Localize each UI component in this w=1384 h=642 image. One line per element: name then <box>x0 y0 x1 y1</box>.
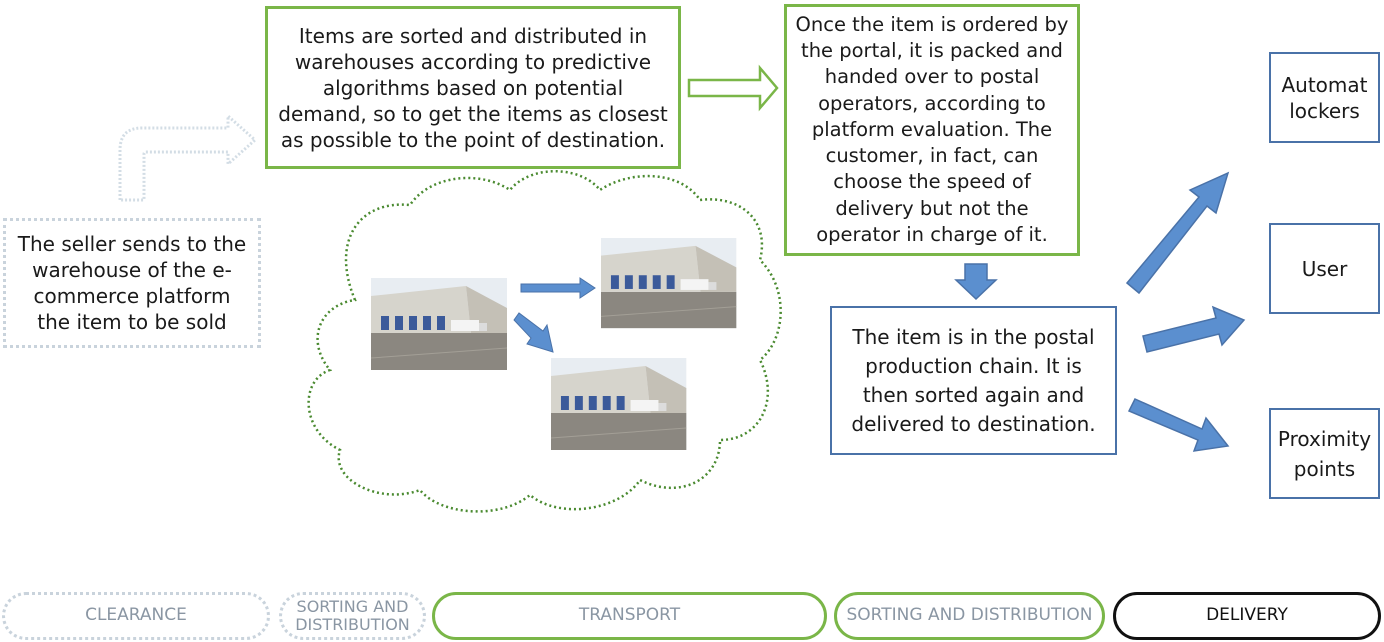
postal-box: The item is in the postal production cha… <box>830 306 1117 455</box>
arrow-to-lockers <box>1125 171 1230 295</box>
stage-sorting-1: SORTING AND DISTRIBUTION <box>279 592 426 640</box>
lockers-box: Automat lockers <box>1269 52 1380 143</box>
seller-box: The seller sends to the warehouse of the… <box>3 218 261 348</box>
warehouse-cloud <box>307 170 782 513</box>
stage-transport-label: TRANSPORT <box>578 605 681 626</box>
cloud-arrow-right <box>520 277 596 299</box>
user-box: User <box>1269 223 1380 314</box>
order-to-postal-arrow <box>954 263 998 301</box>
seller-to-sorting-arrow <box>118 112 258 202</box>
seller-text: The seller sends to the warehouse of the… <box>17 232 247 334</box>
stage-clearance-label: CLEARANCE <box>85 605 187 626</box>
stage-delivery-label: DELIVERY <box>1206 605 1288 626</box>
stage-delivery: DELIVERY <box>1113 592 1381 640</box>
stage-clearance: CLEARANCE <box>2 592 270 640</box>
arrow-to-user <box>1142 305 1246 353</box>
sorting-box: Items are sorted and distributed in ware… <box>265 6 681 169</box>
user-text: User <box>1301 256 1348 281</box>
postal-text: The item is in the postal production cha… <box>851 324 1096 436</box>
order-box: Once the item is ordered by the portal, … <box>784 4 1080 256</box>
sorting-to-order-arrow <box>687 64 779 112</box>
warehouse-photo-1 <box>370 277 508 371</box>
order-text: Once the item is ordered by the portal, … <box>795 12 1069 247</box>
proximity-box: Proximity points <box>1269 408 1380 499</box>
lockers-text: Automat lockers <box>1281 72 1368 123</box>
stage-sorting-1-label: SORTING AND DISTRIBUTION <box>295 596 410 634</box>
warehouse-photo-2 <box>600 237 737 329</box>
stage-sorting-2: SORTING AND DISTRIBUTION <box>834 592 1105 640</box>
sorting-text: Items are sorted and distributed in ware… <box>278 23 668 152</box>
proximity-text: Proximity points <box>1277 426 1372 481</box>
warehouse-photo-3 <box>550 357 687 451</box>
cloud-arrow-diagonal <box>513 312 554 353</box>
stage-transport: TRANSPORT <box>432 592 827 640</box>
arrow-to-proximity <box>1127 398 1230 452</box>
stage-sorting-2-label: SORTING AND DISTRIBUTION <box>846 605 1093 626</box>
